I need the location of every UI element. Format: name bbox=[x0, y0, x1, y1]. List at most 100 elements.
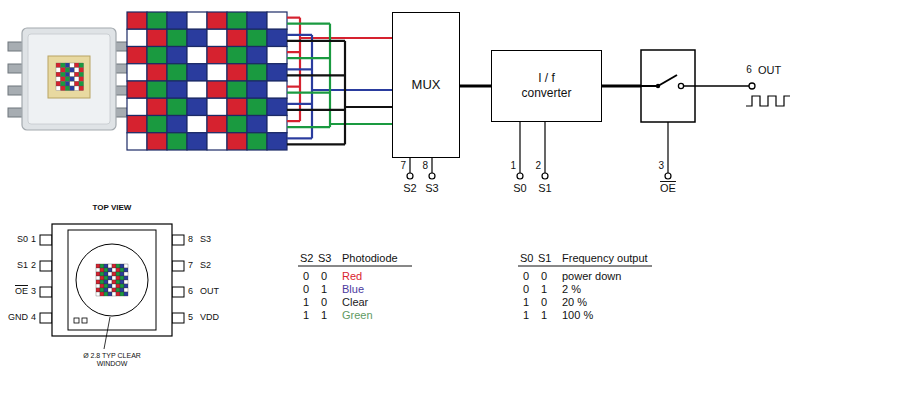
die-cell bbox=[70, 63, 75, 68]
photodiode-cell bbox=[247, 116, 267, 133]
photodiode-cell bbox=[207, 12, 227, 29]
die-cell bbox=[74, 63, 79, 68]
signal-name: OUT bbox=[758, 64, 781, 77]
window-cell bbox=[116, 268, 120, 272]
photodiode-cell bbox=[147, 116, 167, 133]
window-cell bbox=[100, 272, 104, 276]
window-cell bbox=[96, 276, 100, 280]
pin-number: 4 bbox=[31, 312, 36, 323]
array-wire bbox=[287, 126, 330, 128]
pin-number: 2 bbox=[31, 260, 36, 271]
photodiode-cell bbox=[147, 98, 167, 115]
table-cell: 100 % bbox=[562, 309, 593, 322]
die-cell bbox=[56, 68, 61, 73]
photodiode-cell bbox=[207, 81, 227, 98]
window-cell bbox=[104, 268, 108, 272]
window-cell bbox=[96, 288, 100, 292]
photodiode-cell bbox=[227, 64, 247, 81]
die-cell bbox=[65, 86, 70, 91]
window-cell bbox=[124, 268, 128, 272]
die-cell bbox=[65, 77, 70, 82]
photodiode-cell bbox=[127, 98, 147, 115]
photodiode-cell bbox=[147, 133, 167, 150]
package-outline-part bbox=[76, 244, 148, 316]
table-header: S0 bbox=[520, 252, 533, 265]
photodiode-cell bbox=[247, 12, 267, 29]
pin-name: S0 bbox=[17, 234, 28, 245]
photodiode-cell bbox=[207, 47, 227, 64]
signal-name: S0 bbox=[513, 182, 526, 195]
die-cell bbox=[70, 86, 75, 91]
table-cell: 1 bbox=[321, 283, 327, 296]
window-cell bbox=[96, 280, 100, 284]
package-outline-part bbox=[74, 318, 79, 323]
package-outline-part bbox=[172, 287, 184, 297]
table-cell: power down bbox=[562, 270, 621, 283]
array-wire bbox=[287, 74, 345, 76]
die-cell bbox=[70, 72, 75, 77]
window-cell bbox=[112, 264, 116, 268]
table-cell: 1 bbox=[321, 309, 327, 322]
photodiode-cell bbox=[127, 64, 147, 81]
photodiode-cell bbox=[247, 133, 267, 150]
window-cell bbox=[124, 288, 128, 292]
array-wire bbox=[287, 143, 345, 145]
die-cell bbox=[79, 86, 84, 91]
table-cell: 20 % bbox=[562, 296, 587, 309]
window-cell bbox=[124, 264, 128, 268]
photodiode-cell bbox=[147, 47, 167, 64]
pin-name: VDD bbox=[200, 312, 219, 323]
window-cell bbox=[124, 280, 128, 284]
photodiode-cell bbox=[247, 81, 267, 98]
window-cell bbox=[116, 284, 120, 288]
array-wire bbox=[287, 92, 330, 94]
output-wire bbox=[695, 85, 749, 87]
window-cell bbox=[104, 276, 108, 280]
array-wire bbox=[287, 51, 300, 53]
die-cell bbox=[70, 81, 75, 86]
photodiode-cell bbox=[187, 116, 207, 133]
die-cell bbox=[61, 77, 66, 82]
array-wire bbox=[287, 120, 300, 122]
process-box: MUX bbox=[392, 12, 460, 158]
pin-wire bbox=[519, 122, 520, 173]
table-cell: 0 bbox=[523, 270, 529, 283]
pin-number: 6 bbox=[188, 286, 193, 297]
sensor-photo bbox=[8, 28, 130, 130]
pin-wire bbox=[431, 158, 432, 173]
window-cell bbox=[108, 292, 112, 296]
array-wire bbox=[287, 17, 300, 19]
pin-number: 8 bbox=[188, 234, 193, 245]
pin-name: S3 bbox=[200, 234, 211, 245]
table-cell: 1 bbox=[541, 309, 547, 322]
pin-number: 1 bbox=[31, 234, 36, 245]
window-cell bbox=[112, 272, 116, 276]
pin-number: 2 bbox=[535, 160, 541, 172]
window-cell bbox=[108, 284, 112, 288]
pin-terminal bbox=[542, 173, 548, 179]
photodiode-cell bbox=[187, 12, 207, 29]
photodiode-cell bbox=[267, 64, 287, 81]
window-cell bbox=[104, 284, 108, 288]
photodiode-cell bbox=[227, 81, 247, 98]
die-cell bbox=[65, 72, 70, 77]
package-outline-part bbox=[40, 261, 52, 271]
table-cell: 0 bbox=[321, 296, 327, 309]
package-outline-part bbox=[104, 317, 110, 349]
table-cell: 2 % bbox=[562, 283, 581, 296]
pin-name: S1 bbox=[17, 260, 28, 271]
window-cell bbox=[108, 276, 112, 280]
photodiode-cell bbox=[127, 12, 147, 29]
window-cell bbox=[108, 268, 112, 272]
window-cell bbox=[116, 288, 120, 292]
die-cell bbox=[74, 77, 79, 82]
photodiode-cell bbox=[207, 116, 227, 133]
signal-name: S2 bbox=[403, 182, 416, 195]
photodiode-cell bbox=[187, 98, 207, 115]
photodiode-cell bbox=[127, 133, 147, 150]
table-cell: Red bbox=[342, 270, 362, 283]
pin-terminal bbox=[407, 173, 413, 179]
photodiode-cell bbox=[167, 98, 187, 115]
bus-wire bbox=[312, 89, 392, 91]
